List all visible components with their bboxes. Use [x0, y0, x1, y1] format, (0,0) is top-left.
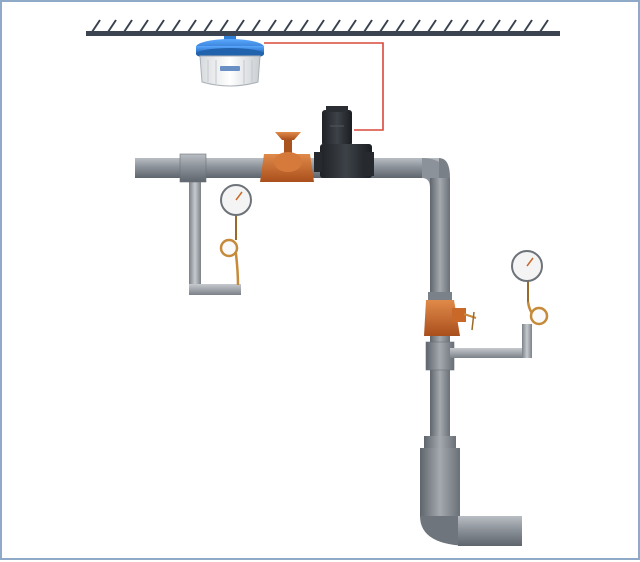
ceiling	[86, 19, 560, 36]
manual-valve	[260, 132, 314, 182]
regulator	[424, 300, 477, 336]
solenoid-valve	[314, 106, 374, 178]
right-branch-pipe	[450, 324, 532, 358]
upper-pressure-gauge	[219, 184, 252, 286]
lower-pressure-gauge	[511, 250, 549, 326]
detector	[196, 36, 264, 87]
signal-wire	[264, 42, 384, 131]
